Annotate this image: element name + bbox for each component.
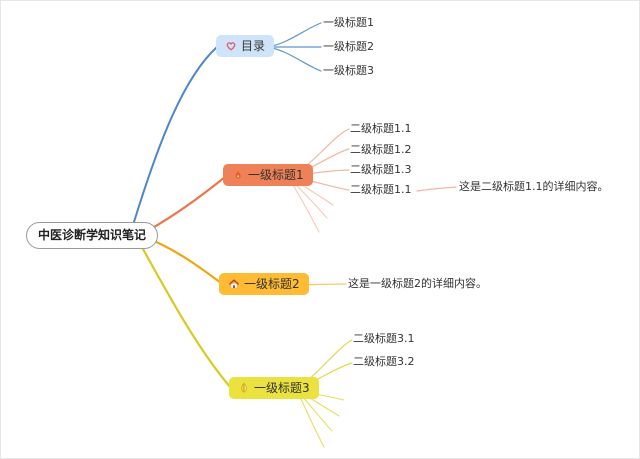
house-icon <box>229 279 239 289</box>
root-label: 中医诊断学知识笔记 <box>38 228 147 242</box>
connector-root-h3 <box>141 247 233 390</box>
node-h2-label: 一级标题2 <box>244 277 300 291</box>
clap-icon <box>241 382 247 393</box>
node-catalog[interactable]: 目录 <box>216 35 275 57</box>
leaf-catalog-child-1[interactable]: 一级标题1 <box>323 16 374 29</box>
leaf-h1-child-3[interactable]: 二级标题1.3 <box>350 163 412 176</box>
connector-root-catalog <box>133 46 218 223</box>
connector-root-h1 <box>147 175 227 232</box>
node-catalog-label: 目录 <box>241 39 266 53</box>
node-h2[interactable]: 一级标题2 <box>219 273 309 295</box>
leaf-h1-child-4[interactable]: 二级标题1.1 <box>350 183 412 196</box>
node-h3-label: 一级标题3 <box>254 381 310 395</box>
leaf-h1-child-1[interactable]: 二级标题1.1 <box>350 122 412 135</box>
leaf-h2-detail[interactable]: 这是一级标题2的详细内容。 <box>348 277 487 290</box>
connector-catalog-child-1 <box>267 22 322 48</box>
leaf-catalog-child-3[interactable]: 一级标题3 <box>323 64 374 77</box>
connector-root-h2 <box>147 237 223 285</box>
flame-icon <box>235 170 241 179</box>
leaf-h1-child-2[interactable]: 二级标题1.2 <box>350 143 412 156</box>
heart-icon <box>226 42 236 51</box>
node-h1-label: 一级标题1 <box>248 168 304 182</box>
leaf-h3-child-1[interactable]: 二级标题3.1 <box>353 332 415 345</box>
root-node[interactable]: 中医诊断学知识笔记 <box>26 222 159 249</box>
connector-catalog-child-3 <box>267 46 322 72</box>
connector-h1-detail <box>416 186 457 192</box>
node-h3[interactable]: 一级标题3 <box>229 377 319 399</box>
leaf-catalog-child-2[interactable]: 一级标题2 <box>323 40 374 53</box>
leaf-h3-child-2[interactable]: 二级标题3.2 <box>353 355 415 368</box>
leaf-h1-detail[interactable]: 这是二级标题1.1的详细内容。 <box>459 180 609 193</box>
node-h1[interactable]: 一级标题1 <box>223 164 313 186</box>
